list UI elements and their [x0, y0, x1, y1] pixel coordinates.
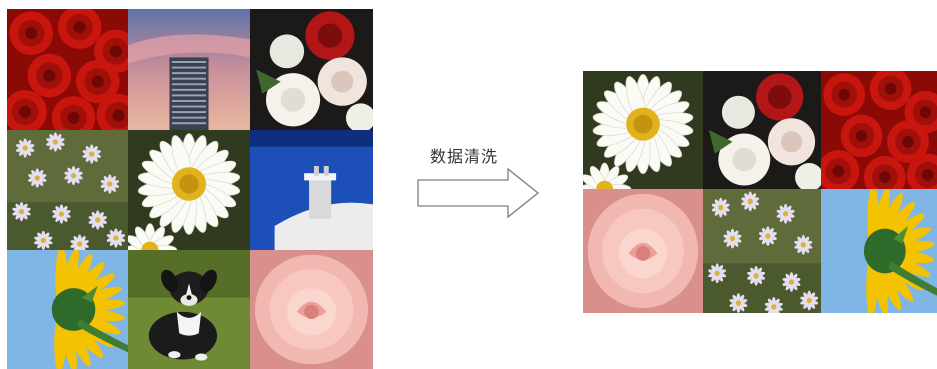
- red-roses-photo: [7, 9, 128, 130]
- red-white-roses-photo: [703, 71, 821, 189]
- data-cleaning-label: 数据清洗: [430, 147, 499, 166]
- pink-rose-photo: [250, 250, 373, 369]
- right-arrow-icon: [417, 167, 540, 219]
- daisy-cluster-photo: [703, 189, 821, 313]
- daisy-cluster-photo: [7, 130, 128, 250]
- puppy-photo: [128, 250, 250, 369]
- sunflower-photo: [7, 250, 128, 369]
- skyscraper-photo: [128, 9, 250, 130]
- white-daisy-photo: [128, 130, 250, 250]
- red-roses-photo: [821, 71, 937, 189]
- cleaned-image-grid: [583, 71, 937, 313]
- white-daisy-photo: [583, 71, 703, 189]
- sunflower-photo: [821, 189, 937, 313]
- blue-sea-dome-photo: [250, 130, 373, 250]
- pink-rose-photo: [583, 189, 703, 313]
- original-image-grid: [7, 9, 373, 369]
- red-white-roses-photo: [250, 9, 373, 130]
